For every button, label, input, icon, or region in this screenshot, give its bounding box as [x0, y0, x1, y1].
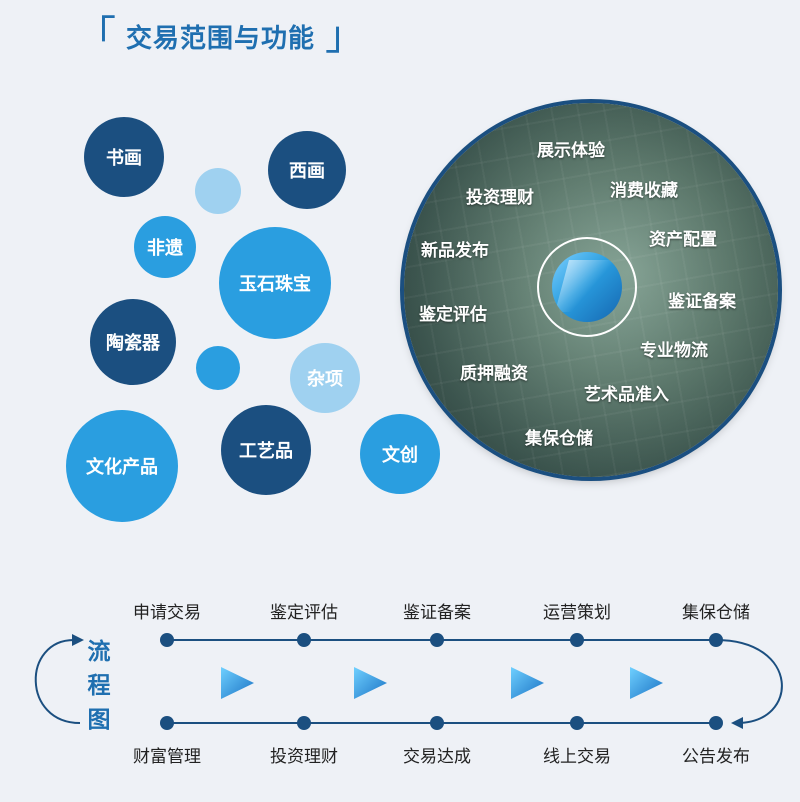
bubble-jade-jewelry: 玉石珠宝 [219, 227, 331, 339]
section-header: 「 交易范围与功能 」 [76, 14, 365, 58]
center-orb-icon [552, 252, 622, 322]
flow-step-top: 申请交易 [133, 603, 201, 623]
flow-arc-right [715, 639, 783, 724]
flow-node [709, 716, 723, 730]
flow-step-top: 鉴证备案 [403, 603, 471, 623]
center-ring [537, 237, 637, 337]
flow-node [160, 633, 174, 647]
flow-step-bottom: 财富管理 [133, 747, 201, 767]
function-label: 展示体验 [537, 141, 605, 161]
bubble-decor-small-light [195, 168, 241, 214]
function-label: 集保仓储 [525, 429, 593, 449]
flow-node [297, 716, 311, 730]
bubble-intangible-heritage: 非遗 [134, 216, 196, 278]
play-arrow-icon [221, 667, 254, 699]
flow-node [430, 716, 444, 730]
flow-step-bottom: 投资理财 [270, 747, 338, 767]
flow-diagram [34, 633, 783, 730]
function-label: 艺术品准入 [584, 385, 669, 405]
flow-title-char: 图 [87, 707, 111, 733]
flow-node [297, 633, 311, 647]
flow-node [570, 633, 584, 647]
function-label: 专业物流 [640, 341, 708, 361]
arrowhead-icon [72, 634, 84, 646]
function-label: 消费收藏 [610, 181, 678, 201]
function-label: 鉴证备案 [668, 292, 736, 312]
flow-node [570, 716, 584, 730]
play-arrow-icon [511, 667, 544, 699]
function-label: 投资理财 [466, 188, 534, 208]
bubble-miscellaneous: 杂项 [290, 343, 360, 413]
bubble-handicrafts: 工艺品 [221, 405, 311, 495]
flow-step-top: 鉴定评估 [270, 603, 338, 623]
flow-step-top: 集保仓储 [682, 603, 750, 623]
arrowhead-icon [731, 717, 743, 729]
flow-arc-left [34, 639, 81, 724]
flow-node [160, 716, 174, 730]
flow-step-bottom: 线上交易 [543, 747, 611, 767]
play-arrow-icon [630, 667, 663, 699]
left-bracket: 「 [76, 13, 116, 59]
flow-title-char: 流 [87, 639, 111, 665]
flow-node [430, 633, 444, 647]
bubble-cultural-products: 文化产品 [66, 410, 178, 522]
function-label: 鉴定评估 [419, 305, 487, 325]
play-arrow-icon [354, 667, 387, 699]
bubble-western-painting: 西画 [268, 131, 346, 209]
functions-circle: 展示体验 投资理财 消费收藏 新品发布 资产配置 鉴定评估 鉴证备案 专业物流 … [404, 103, 778, 477]
flow-step-top: 运营策划 [543, 603, 611, 623]
bubble-ceramics: 陶瓷器 [90, 299, 176, 385]
function-label: 资产配置 [649, 230, 717, 250]
flow-title-char: 程 [87, 673, 111, 699]
flow-step-bottom: 交易达成 [403, 747, 471, 767]
bubble-cultural-creative: 文创 [360, 414, 440, 494]
right-bracket: 」 [325, 13, 366, 59]
flow-step-bottom: 公告发布 [682, 747, 750, 767]
page-title: 交易范围与功能 [126, 23, 316, 54]
function-label: 新品发布 [421, 241, 489, 261]
flow-node [709, 633, 723, 647]
function-label: 质押融资 [460, 364, 528, 384]
bubble-decor-small-mid [196, 346, 240, 390]
bubble-calligraphy: 书画 [84, 117, 164, 197]
